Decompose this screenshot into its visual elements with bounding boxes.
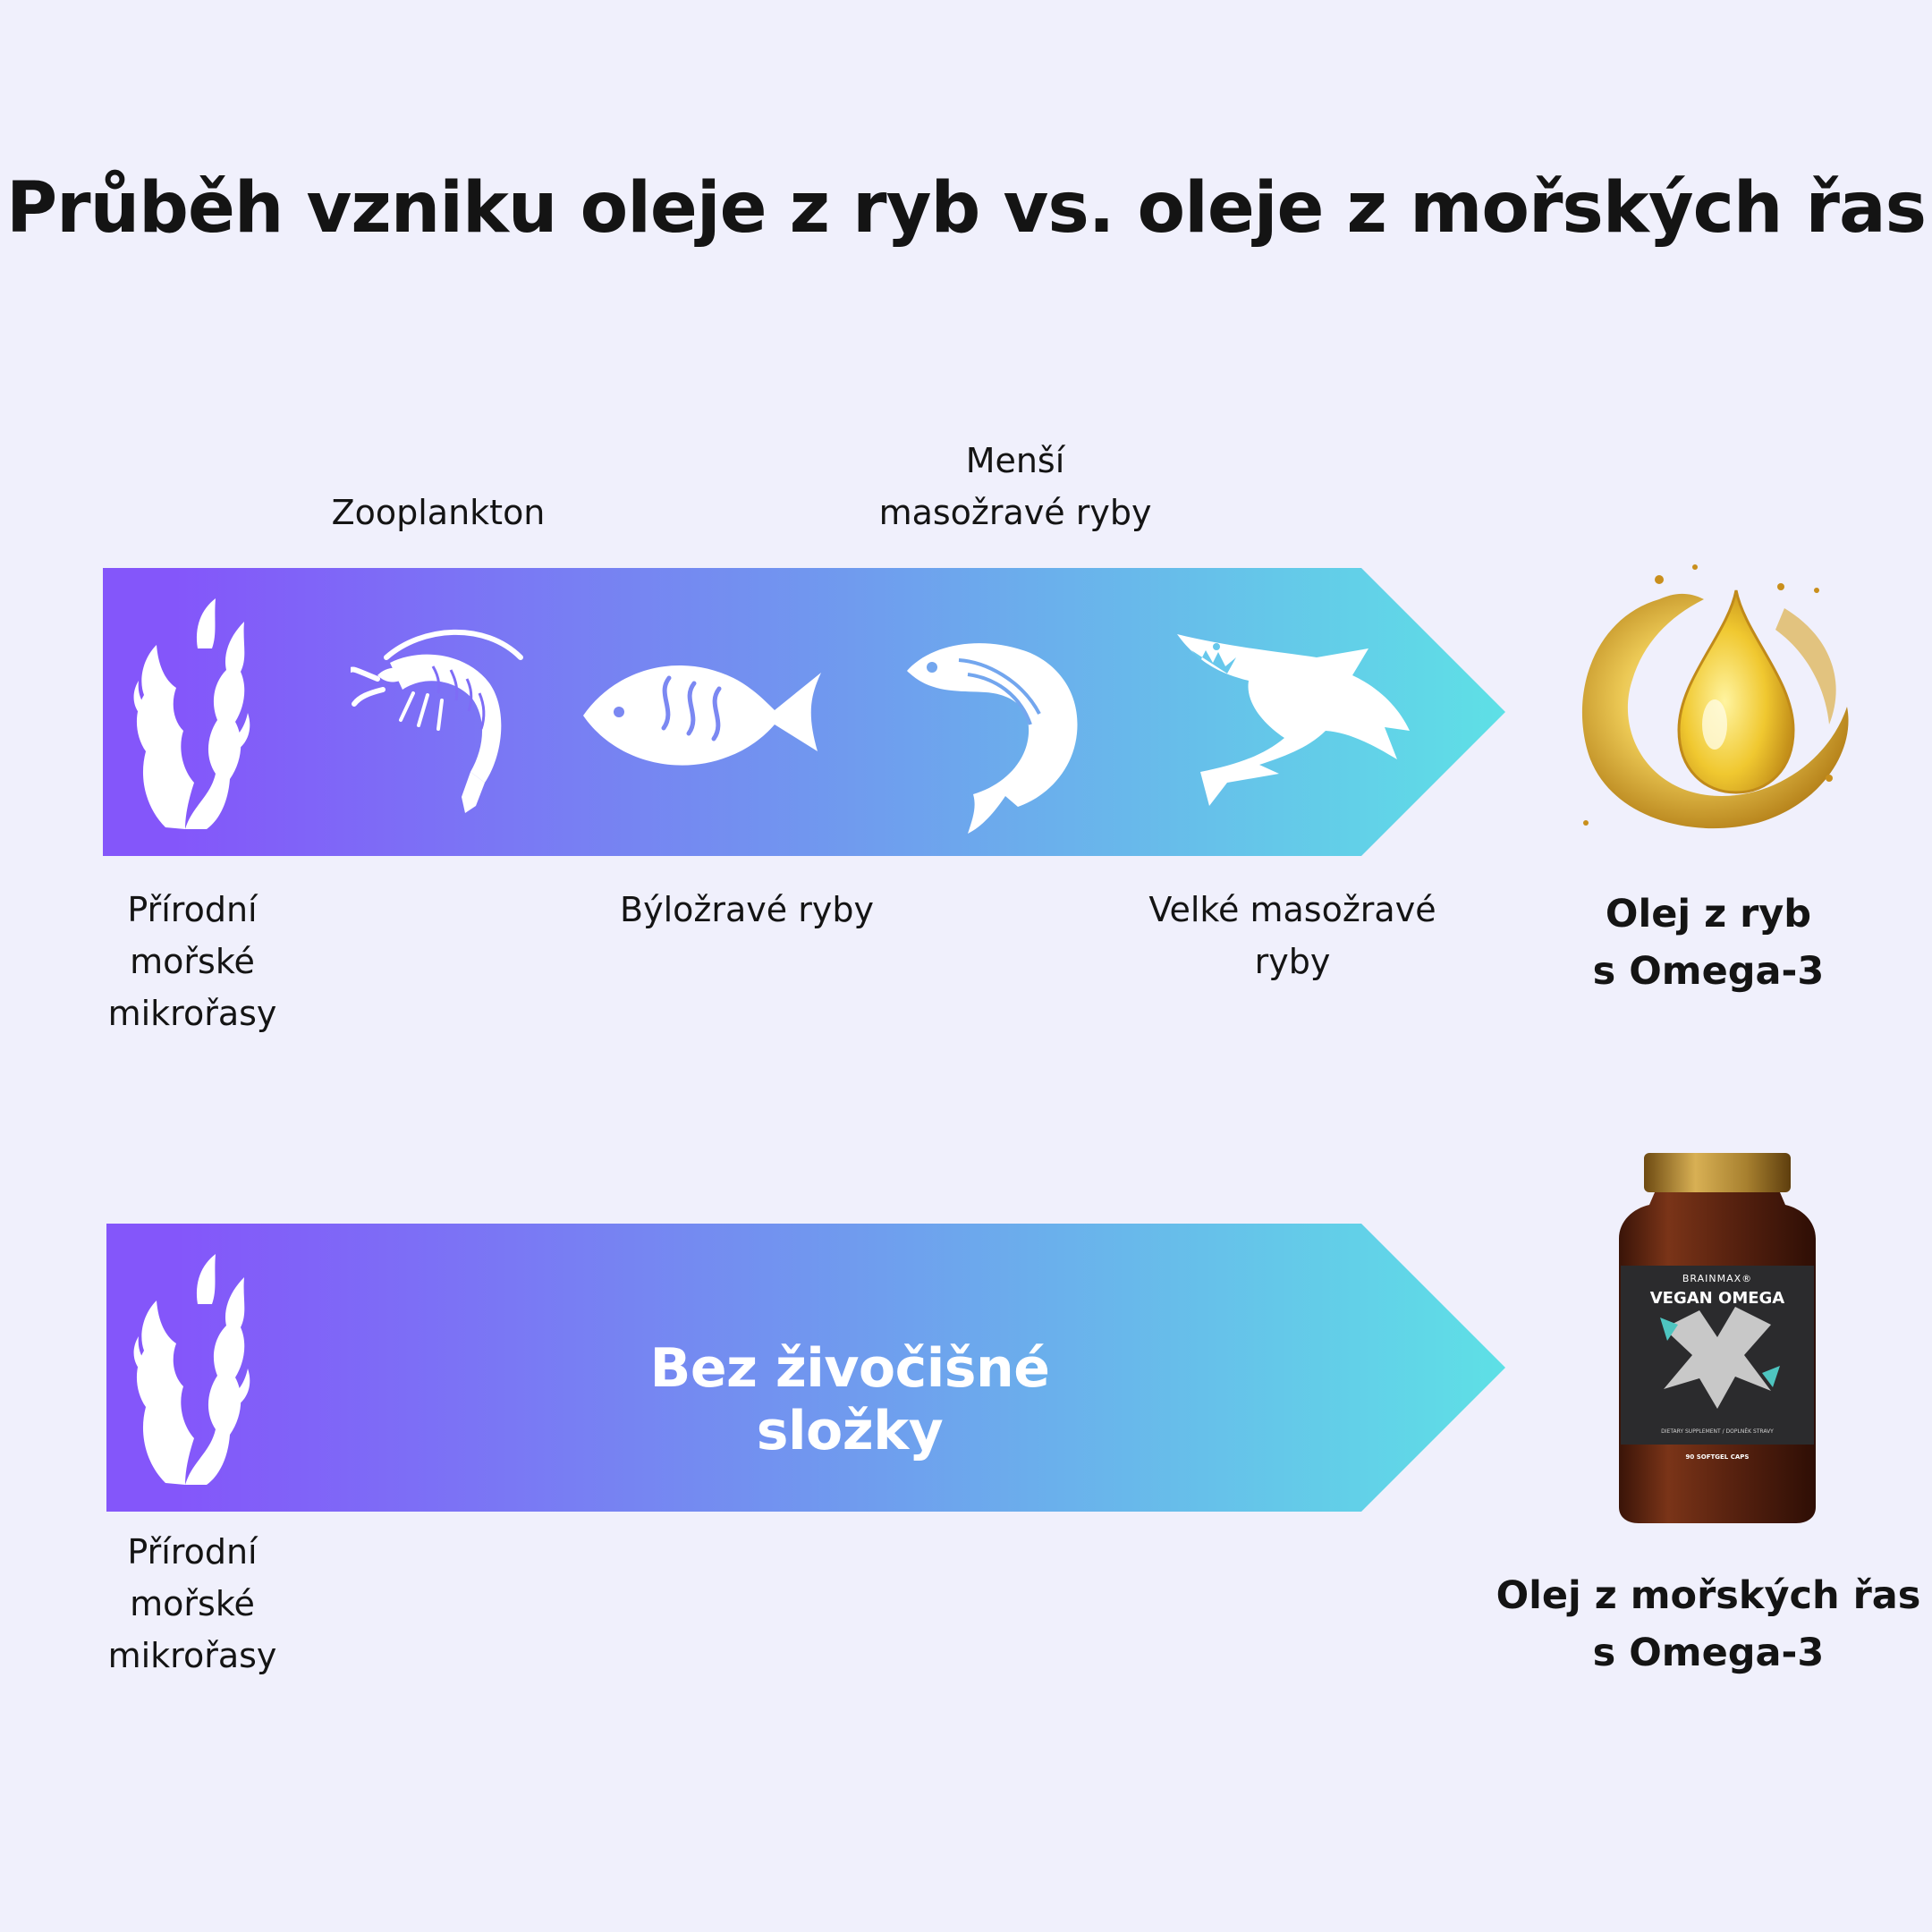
stage-label-zooplankton: Zooplankton bbox=[331, 493, 546, 532]
product-count: 90 SOFTGEL CAPS bbox=[1685, 1453, 1750, 1461]
product-subtitle: DIETARY SUPPLEMENT / DOPLNĚK STRAVY bbox=[1661, 1428, 1774, 1435]
shrimp-icon bbox=[351, 629, 523, 813]
product-bottle: BRAINMAX® VEGAN OMEGA DIETARY SUPPLEMENT… bbox=[1610, 1149, 1825, 1525]
oil-drop-icon bbox=[1581, 564, 1849, 829]
stage-label-algae-2: Přírodní mořské mikrořasy bbox=[107, 1532, 277, 1675]
algae-oil-result-label: Olej z mořských řas s Omega-3 bbox=[1496, 1573, 1921, 1675]
seaweed-icon bbox=[133, 598, 250, 829]
seaweed-icon bbox=[133, 1254, 250, 1485]
stage-label-large-predator: Velké masožravé ryby bbox=[1148, 890, 1436, 981]
fish-icon bbox=[583, 665, 821, 766]
stage-label-small-predator: Menší masožravé ryby bbox=[878, 441, 1152, 532]
jumping-fish-icon bbox=[907, 643, 1078, 834]
product-name: VEGAN OMEGA bbox=[1649, 1289, 1785, 1308]
fish-oil-result-label: Olej z ryb s Omega-3 bbox=[1592, 892, 1825, 994]
stage-label-herbivore: Býložravé ryby bbox=[620, 890, 874, 929]
shark-icon bbox=[1177, 634, 1410, 806]
algae-chain-arrow bbox=[106, 1224, 1505, 1512]
bottle-shape bbox=[1619, 1153, 1816, 1523]
stage-label-algae: Přírodní mořské mikrořasy bbox=[107, 890, 277, 1033]
no-animal-slogan: Bez živočišné složky bbox=[649, 1337, 1050, 1462]
page-title: Průběh vzniku oleje z ryb vs. oleje z mo… bbox=[5, 168, 1927, 249]
product-brand: BRAINMAX® bbox=[1682, 1273, 1753, 1284]
